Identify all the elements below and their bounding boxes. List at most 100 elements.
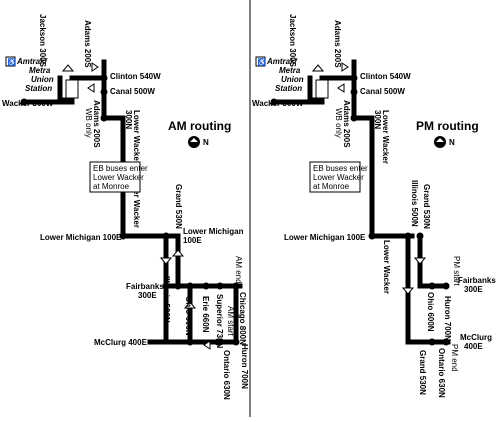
am-label-adams-top: Adams 200S (83, 20, 92, 68)
pm-label-ohio: Ohio 600N (426, 292, 435, 332)
am-arrow-huron (203, 340, 211, 350)
am-arrow-ohio-up (183, 301, 197, 309)
am-arrow-clinton (91, 62, 99, 72)
am-note-2: at Monroe (93, 182, 130, 191)
pm-amtrak-icon: ♿ (255, 56, 267, 67)
am-label-lower-michigan-right-1: 100E (183, 236, 202, 245)
am-stop-adams-wb (100, 114, 108, 122)
pm-label-adams-top: Adams 200S (333, 20, 342, 68)
pm-label-fairbanks-1: 300E (464, 285, 483, 294)
am-label-fairbanks-1: 300E (138, 291, 157, 300)
pm-label-huron: Huron 700N (443, 296, 452, 341)
am-label-lower-wacker-300n-1: 300N (124, 110, 133, 129)
am-label-lower-michigan-100e: Lower Michigan 100E (40, 233, 122, 242)
am-label-lower-michigan-right-0: Lower Michigan (183, 227, 244, 236)
pm-stop-ontario (442, 338, 450, 346)
am-label-adams-wb: Adams 200S (92, 100, 101, 148)
am-label-ohio: Ohio 600N (184, 296, 193, 336)
am-label-huron: Huron 700N (240, 344, 249, 389)
pm-compass-label: N (449, 138, 455, 147)
pm-label-fairbanks-0: Fairbanks (458, 276, 496, 285)
pm-label-lower-wacker-300n-0: Lower Wacker (381, 110, 390, 164)
am-route-station-loop (57, 75, 75, 103)
am-label-jackson: Jackson 300S (38, 14, 47, 68)
pm-label-pm-end: PM end (450, 344, 459, 372)
pm-compass-icon (434, 136, 446, 148)
pm-stop-adams-wb (350, 114, 358, 122)
am-stop-ohio (186, 282, 194, 290)
am-stop-fairbanks (162, 282, 170, 290)
pm-title: PM routing (416, 119, 479, 133)
amtrak-icon: ♿ (5, 56, 17, 67)
am-stop-erie (202, 282, 210, 290)
pm-label-clinton: Clinton 540W (360, 72, 411, 81)
pm-route-illinois-down (417, 233, 449, 289)
am-stop-ontario (214, 338, 222, 346)
pm-label-lower-wacker-300n-1: 300N (373, 110, 382, 129)
am-label-fairbanks-0: Fairbanks (126, 282, 164, 291)
pm-arrow-clinton (341, 62, 349, 72)
am-label-amtrak-0: Amtrak/ (16, 57, 48, 66)
pm-arrow-grand-down (401, 287, 415, 295)
am-arrow-grand-down (159, 257, 173, 265)
pm-panel: Jackson 300S Adams 200S ♿ Amtrak/ Metra … (252, 14, 496, 398)
am-compass-label: N (203, 138, 209, 147)
pm-label-grand-bottom: Grand 530N (418, 350, 427, 395)
pm-stop-huron (428, 338, 436, 346)
am-arrow-adams-up (61, 64, 75, 72)
pm-note-2: at Monroe (313, 182, 350, 191)
pm-stop-ohio (428, 282, 436, 290)
am-stop-lower-michigan (119, 232, 127, 240)
am-label-clinton: Clinton 540W (110, 72, 161, 81)
am-label-chicago: Chicago 800N (238, 292, 247, 345)
am-label-wacker: Wacker 300W (2, 99, 54, 108)
pm-stop-fairbanks (442, 282, 450, 290)
pm-note-box (309, 161, 361, 193)
am-panel: Jackson 300S Adams 200S ♿ Amtrak/ Metra … (2, 14, 249, 400)
am-stop-mcclurg (186, 338, 194, 346)
pm-label-jackson: Jackson 300S (288, 14, 297, 68)
am-label-canal: Canal 500W (110, 87, 155, 96)
pm-arrow-illinois-down (413, 257, 427, 265)
pm-label-lower-michigan-100e: Lower Michigan 100E (284, 233, 366, 242)
am-label-superior: Superior 730N (215, 294, 224, 348)
pm-stop-clinton (350, 74, 358, 82)
pm-arrow-adams-up (311, 64, 325, 72)
am-label-amtrak-2: Union (31, 75, 54, 84)
pm-note-1: Lower Wacker (313, 173, 364, 182)
pm-label-amtrak-2: Union (281, 75, 304, 84)
am-label-am-start: AM start (226, 306, 235, 337)
pm-label-lower-wacker: Lower Wacker (382, 240, 391, 294)
am-label-wb-only: WB only (84, 108, 93, 138)
pm-arrow-canal (337, 83, 345, 93)
am-label-am-end: AM end (234, 256, 243, 284)
pm-station-box (315, 79, 329, 99)
am-stop-grand (162, 232, 170, 240)
am-compass-icon (188, 136, 200, 148)
svg-text:♿: ♿ (258, 58, 267, 67)
am-label-erie: Erie 660N (201, 296, 210, 333)
am-stop-wacker (20, 98, 28, 106)
pm-label-mcclurg-1: 400E (464, 342, 483, 351)
am-stop-huron (232, 338, 240, 346)
am-label-mcclurg: McClurg 400E (94, 338, 148, 347)
pm-label-amtrak-3: Station (275, 84, 302, 93)
pm-label-wacker: Wacker 300W (252, 99, 304, 108)
pm-label-ontario: Ontario 630N (437, 348, 446, 398)
am-label-grand: Grand 530N (174, 184, 183, 229)
am-stop-illinois (174, 282, 182, 290)
am-note-box (89, 161, 141, 193)
am-label-lower-wacker-300n-0: Lower Wacker (132, 110, 141, 164)
pm-note-0: EB buses enter (313, 164, 368, 173)
pm-label-amtrak-1: Metra (279, 66, 301, 75)
am-label-amtrak-3: Station (25, 84, 52, 93)
am-note-0: EB buses enter (93, 164, 148, 173)
pm-label-illinois: Illinois 500N (410, 180, 419, 227)
am-label-amtrak-1: Metra (29, 66, 51, 75)
pm-route-station-loop (307, 75, 325, 103)
pm-stop-canal (350, 88, 358, 96)
pm-label-pm-start: PM start (452, 256, 461, 287)
am-label-ontario: Ontario 630N (222, 350, 231, 400)
